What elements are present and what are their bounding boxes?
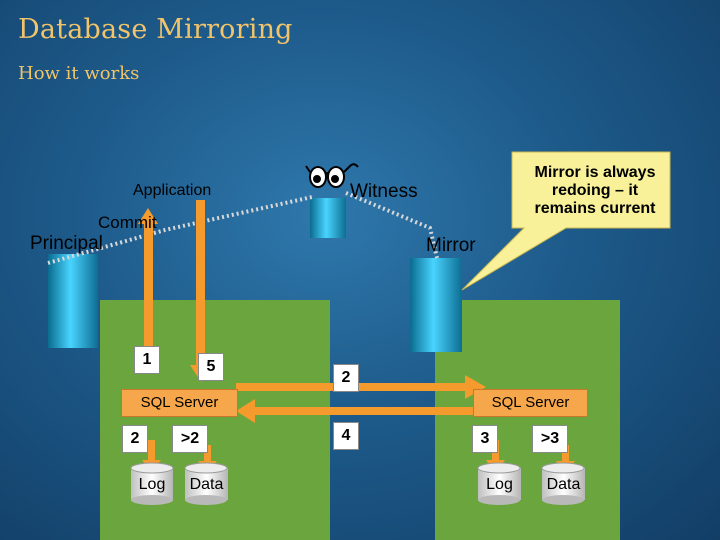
principal-step-1: 1 (134, 346, 160, 374)
mirror-sql-server: SQL Server (473, 389, 588, 417)
mirror-data-label: Data (546, 476, 581, 493)
witness-label: Witness (350, 181, 418, 202)
mirror-box (435, 300, 620, 540)
mirror-log-label: Log (486, 476, 513, 493)
witness-mirror-link (345, 191, 439, 259)
commit-label: Commit (98, 213, 157, 232)
commit-arrow-up (138, 208, 158, 346)
transfer-step-2: 2 (333, 364, 359, 392)
principal-data-label: Data (189, 476, 224, 493)
transfer-step-4: 4 (333, 422, 359, 450)
principal-log-cylinder (130, 462, 174, 505)
principal-witness-link (47, 195, 313, 265)
callout-bubble (461, 151, 671, 291)
principal-sql-server: SQL Server (121, 389, 238, 417)
application-label: Application (133, 182, 212, 199)
mirror-server-icon (410, 258, 462, 352)
principal-step-5: 5 (198, 353, 224, 381)
principal-label: Principal (30, 233, 103, 254)
mirror-data-cylinder (541, 462, 585, 505)
principal-data-cylinder (184, 462, 228, 505)
page-subtitle: How it works (18, 63, 140, 84)
principal-step-2: 2 (122, 425, 148, 453)
principal-server-icon (48, 254, 98, 348)
principal-step-gt2: >2 (172, 425, 208, 453)
page-title: Database Mirroring (18, 14, 293, 45)
principal-log-label: Log (138, 476, 166, 493)
glasses-icon (305, 163, 359, 188)
ack-arrow (236, 399, 480, 423)
witness-server-icon (310, 198, 346, 238)
mirror-label: Mirror (426, 235, 476, 256)
mirror-log-cylinder (477, 462, 521, 505)
callout-text: Mirror is always redoing – it remains cu… (534, 164, 656, 217)
mirror-step-gt3: >3 (532, 425, 568, 453)
mirror-step-3: 3 (472, 425, 498, 453)
